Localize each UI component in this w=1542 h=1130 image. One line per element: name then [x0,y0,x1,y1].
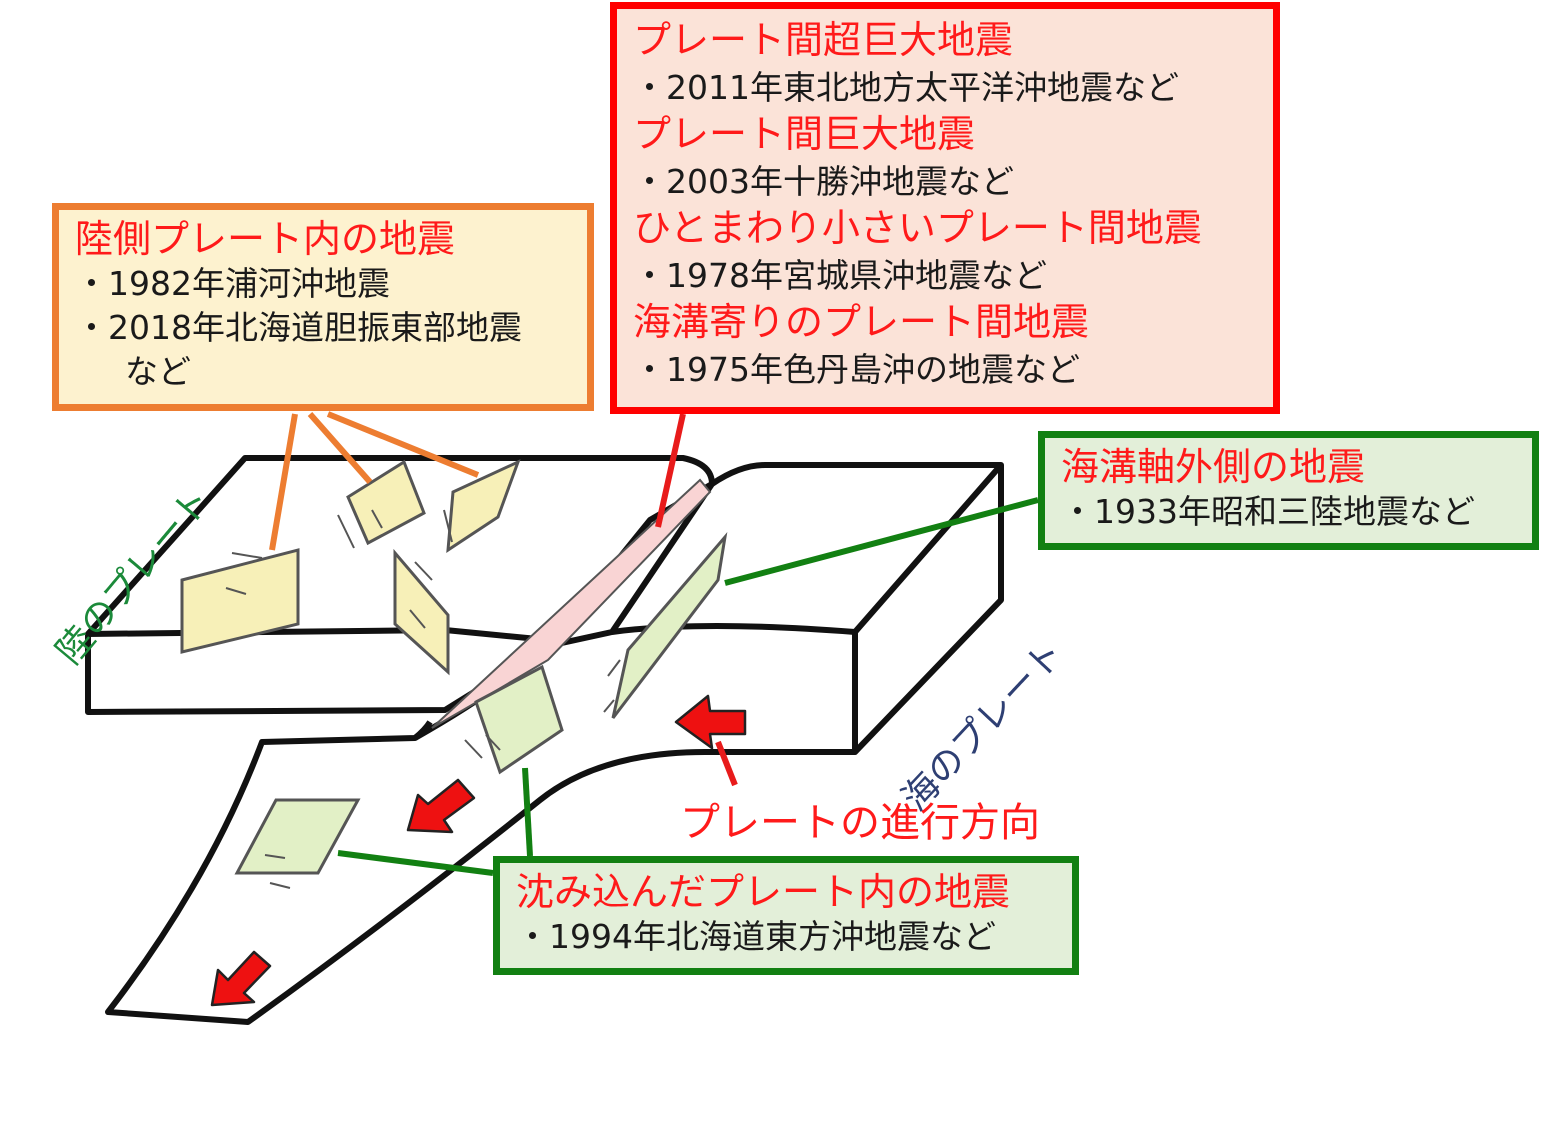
outer-rise-item: ・1933年昭和三陸地震など [1061,492,1475,531]
land-fault-planes [180,459,521,676]
slab-item: ・1994年北海道東方沖地震など [516,917,996,956]
leader-lines [269,411,1039,876]
land-intraplate-item: ・1982年浦河沖地震 [75,264,390,303]
outer-rise-heading: 海溝軸外側の地震 [1061,445,1366,489]
land-intraplate-heading: 陸側プレート内の地震 [75,217,456,261]
interplate-heading: ひとまわり小さいプレート間地震 [633,206,1202,250]
interplate-box: プレート間超巨大地震 ・2011年東北地方太平洋沖地震など プレート間巨大地震 … [610,2,1280,414]
outer-rise-box: 海溝軸外側の地震 ・1933年昭和三陸地震など [1038,431,1539,550]
interplate-item: ・2003年十勝沖地震など [633,162,1014,201]
interplate-item: ・1975年色丹島沖の地震など [633,350,1080,389]
land-intraplate-box: 陸側プレート内の地震 ・1982年浦河沖地震 ・2018年北海道胆振東部地震 な… [52,203,594,411]
slip-arrows [225,509,621,889]
arrow-ocean-surface [674,694,747,750]
interplate-heading: プレート間超巨大地震 [633,18,1014,62]
slab-box: 沈み込んだプレート内の地震 ・1994年北海道東方沖地震など [493,856,1079,975]
arrow-slab-upper [406,778,476,834]
land-intraplate-item: など [125,352,191,391]
arrow-slab-lower [210,950,272,1007]
slab-heading: 沈み込んだプレート内の地震 [516,870,1011,914]
interplate-heading: プレート間巨大地震 [633,112,976,156]
plate-motion-arrows [210,694,747,1007]
interplate-item: ・1978年宮城県沖地震など [633,256,1047,295]
interplate-item: ・2011年東北地方太平洋沖地震など [633,68,1179,107]
interplate-heading: 海溝寄りのプレート間地震 [633,300,1090,344]
plate-direction-label: プレートの進行方向 [680,800,1040,846]
land-intraplate-item: ・2018年北海道胆振東部地震 [75,308,522,347]
